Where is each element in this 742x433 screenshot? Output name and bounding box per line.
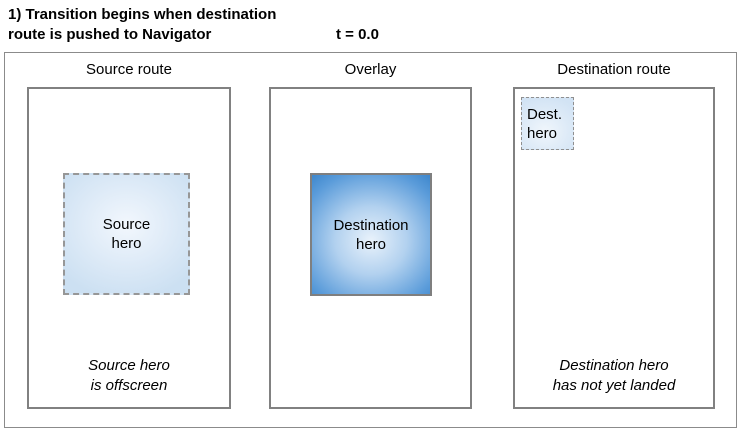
- destination-route-label: Destination route: [557, 61, 671, 78]
- dest-hero-label-line1: Dest.: [527, 105, 563, 123]
- source-caption-line2: is offscreen: [90, 377, 168, 394]
- source-route-label: Source route: [86, 61, 172, 78]
- dest-hero-label-line2: hero: [527, 124, 558, 142]
- source-hero-label-line1: Source: [102, 216, 151, 233]
- destination-caption-line1: Destination hero: [559, 357, 669, 374]
- page-title-line1: 1) Transition begins when destination: [8, 6, 277, 23]
- overlay-destination-hero-box: Destination hero: [310, 173, 432, 296]
- source-caption-line1: Source hero: [88, 357, 170, 374]
- source-hero-label-line2: hero: [111, 235, 142, 252]
- time-value: t = 0.0: [336, 26, 379, 43]
- source-hero-box: Source hero: [63, 173, 190, 295]
- overlay-label: Overlay: [344, 61, 397, 78]
- destination-caption-line2: has not yet landed: [552, 377, 676, 394]
- overlay-hero-label-line1: Destination: [333, 216, 409, 234]
- source-caption: Source hero is offscreen: [27, 356, 231, 396]
- page-title: 1) Transition begins when destination ro…: [8, 5, 276, 45]
- overlay-hero-label-line2: hero: [355, 235, 387, 253]
- destination-caption: Destination hero has not yet landed: [513, 356, 715, 396]
- destination-hero-placeholder-box: Dest. hero: [521, 97, 574, 150]
- page-title-line2: route is pushed to Navigator: [8, 26, 212, 43]
